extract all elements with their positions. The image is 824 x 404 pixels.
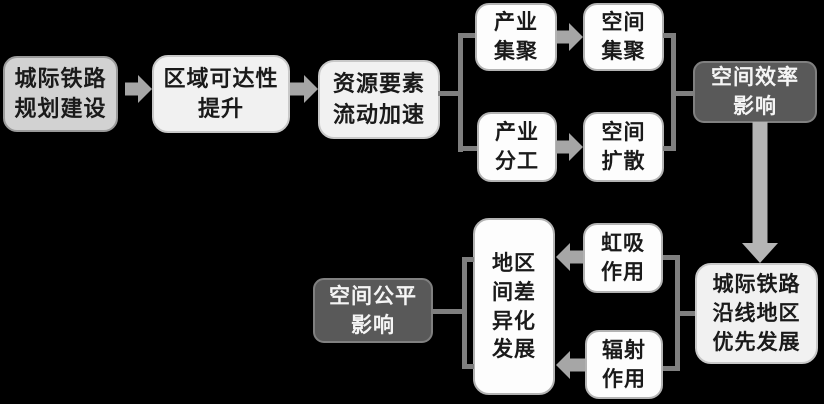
arrow-right-icon (290, 75, 318, 103)
node-radiation-effect: 辐射 作用 (585, 330, 663, 399)
connector-line (462, 364, 474, 369)
connector-line (438, 91, 462, 96)
connector-line (462, 257, 474, 262)
connector-line (458, 146, 477, 151)
node-spatial-equity: 空间公平 影响 (313, 278, 433, 343)
node-industry-division: 产业 分工 (477, 112, 557, 182)
connector-line (432, 309, 462, 314)
arrow-right-icon (557, 23, 583, 51)
node-resource-flow: 资源要素 流动加速 (318, 60, 440, 139)
node-industry-agglomeration: 产业 集聚 (475, 3, 557, 71)
arrow-right-icon (556, 133, 583, 161)
connector-line (676, 91, 693, 96)
arrow-left-icon (556, 243, 583, 271)
connector-line (462, 257, 467, 369)
node-differentiated-development: 地区 间差 异化 发展 (473, 218, 555, 395)
connector-line (675, 255, 680, 371)
connector-line (663, 33, 676, 38)
arrow-right-icon (125, 75, 152, 103)
connector-line (458, 33, 477, 38)
node-siphon-effect: 虹吸 作用 (583, 223, 663, 293)
connector-line (679, 311, 695, 316)
node-intercity-planning: 城际铁路 规划建设 (3, 56, 118, 132)
connector-line (663, 255, 676, 260)
node-spatial-agglomeration: 空间 集聚 (583, 3, 664, 71)
connector-line (458, 33, 463, 152)
node-spatial-diffusion: 空间 扩散 (583, 112, 664, 182)
node-priority-development: 城际铁路 沿线地区 优先发展 (695, 263, 818, 364)
arrow-left-icon (556, 351, 585, 379)
connector-line (663, 146, 676, 151)
node-spatial-efficiency: 空间效率 影响 (693, 61, 817, 123)
connector-line (671, 33, 676, 151)
connector-line (663, 366, 676, 371)
arrow-down-icon (742, 122, 778, 263)
node-accessibility: 区域可达性 提升 (152, 55, 290, 133)
